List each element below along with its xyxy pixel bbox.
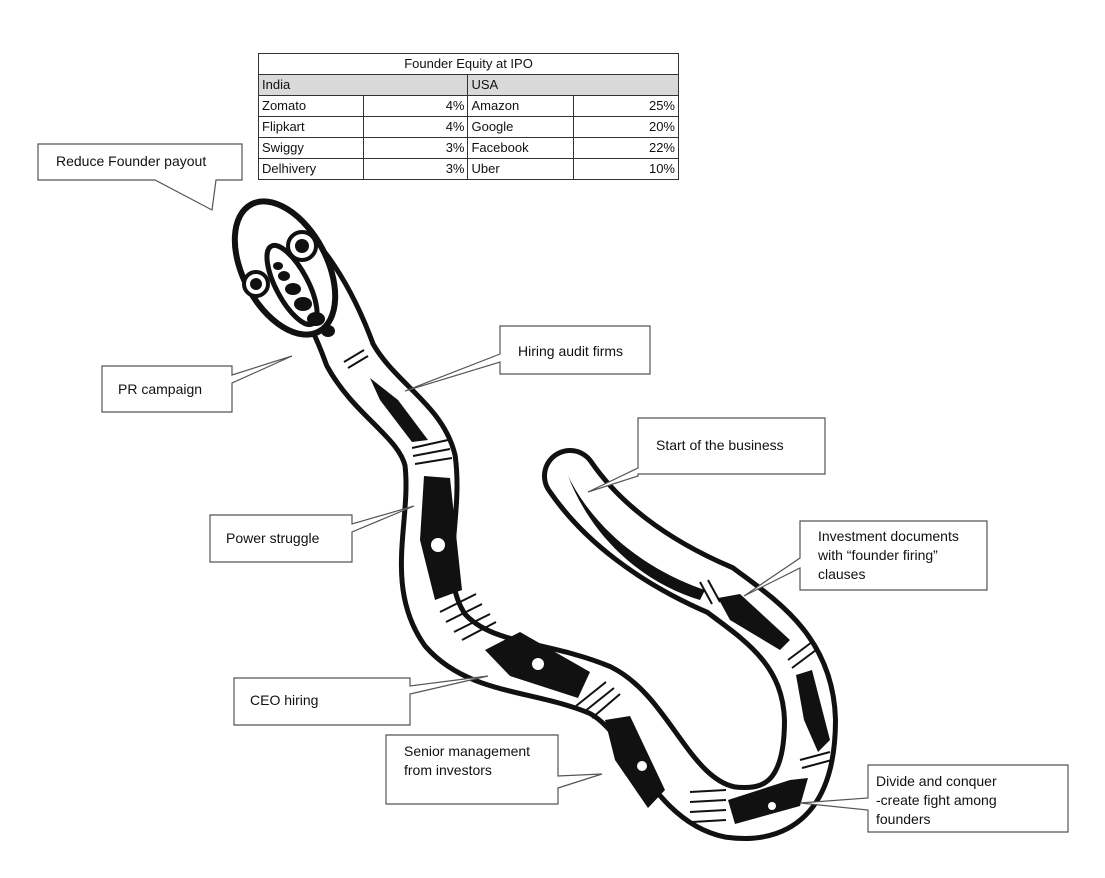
callout-power-struggle: Power struggle [226,529,319,548]
snake-illustration [231,198,839,841]
callout-text: Power struggle [226,530,320,546]
callout-text: Investment documents [818,528,959,544]
callout-reduce-founder-payout: Reduce Founder payout [56,152,206,171]
callout-start-of-business-bubble [587,417,826,493]
callout-pr-campaign: PR campaign [118,380,202,399]
india-equity-cell: 3% [363,158,469,180]
callout-text: CEO hiring [250,692,319,708]
snake-tail [568,476,705,600]
callout-text: PR campaign [118,381,203,397]
callout-text: from investors [404,762,492,778]
callout-investment-documents-bubble [743,520,988,597]
snake-pupil-left [250,278,262,290]
callout-text: -create fight among [876,792,997,808]
snake-head-spot [294,297,312,311]
callout-start-of-business: Start of the business [656,436,784,455]
usa-company-cell: Google [467,116,574,138]
india-company-cell: Flipkart [257,116,365,138]
india-equity-cell: 4% [363,95,469,117]
snake-head-spot [307,312,325,326]
callout-senior-management-bubble [385,734,603,805]
snake-body-spot [431,538,445,552]
callout-text: Hiring audit firms [518,343,624,359]
snake-body-pattern [605,716,665,808]
table-row: Delhivery 3% Uber 10% [257,158,680,180]
india-equity-cell: 4% [363,116,469,138]
table-header-india: India [257,74,469,96]
table-row: Flipkart 4% Google 20% [257,116,680,138]
snake-body-pattern [420,476,462,600]
callout-pr-campaign-bubble [101,355,293,413]
india-company-cell: Zomato [257,95,365,117]
callout-power-struggle-bubble [209,505,415,563]
callout-hiring-audit-firms-bubble [404,325,651,392]
callouts [37,143,1069,833]
callout-text: Start of the business [656,437,784,453]
table-title-row: Founder Equity at IPO [258,53,679,75]
callout-text: Divide and conquer [876,773,997,789]
india-company-cell: Swiggy [257,137,365,159]
usa-company-cell: Amazon [467,95,574,117]
founder-equity-table: Founder Equity at IPO India USA Zomato 4… [257,53,680,180]
callout-senior-management: Senior management from investors [404,742,530,780]
snake-pupil-right [295,239,309,253]
table-title: Founder Equity at IPO [258,53,679,75]
snake-body-spot [532,658,544,670]
callout-text: founders [876,811,931,827]
usa-equity-cell: 22% [572,137,680,159]
snake-stripes [343,349,833,823]
usa-company-cell: Uber [467,158,574,180]
usa-equity-cell: 25% [572,95,680,117]
snake-head-spot [278,271,290,281]
snake-body-spot [637,761,647,771]
india-company-cell: Delhivery [257,158,365,180]
callout-ceo-hiring: CEO hiring [250,691,318,710]
table-row: Swiggy 3% Facebook 22% [257,137,680,159]
table-header-usa: USA [467,74,679,96]
callout-divide-and-conquer: Divide and conquer -create fight among f… [876,772,997,829]
snake-body-pattern [718,594,790,650]
snake-body-spot [768,802,776,810]
callout-divide-and-conquer-bubble [799,764,1069,833]
callout-ceo-hiring-bubble [233,675,489,726]
india-equity-cell: 3% [363,137,469,159]
table-row: Zomato 4% Amazon 25% [257,95,680,117]
callout-text: clauses [818,566,866,582]
callout-text: Senior management [404,743,531,759]
callout-text: Reduce Founder payout [56,153,207,169]
snake-head-spot [321,325,335,337]
usa-equity-cell: 10% [572,158,680,180]
snake-body-pattern [728,778,808,824]
snake-body-pattern [370,378,428,442]
callout-reduce-founder-payout-bubble [37,143,243,211]
snake-head-spot [285,283,301,295]
callout-investment-documents: Investment documents with “founder firin… [818,527,959,584]
callout-text: with “founder firing” [818,547,938,563]
usa-equity-cell: 20% [572,116,680,138]
usa-company-cell: Facebook [467,137,574,159]
snake-body-pattern [796,670,830,752]
snake-head-spot [273,262,283,270]
table-header-row: India USA [257,74,679,96]
callout-hiring-audit-firms: Hiring audit firms [518,342,623,361]
